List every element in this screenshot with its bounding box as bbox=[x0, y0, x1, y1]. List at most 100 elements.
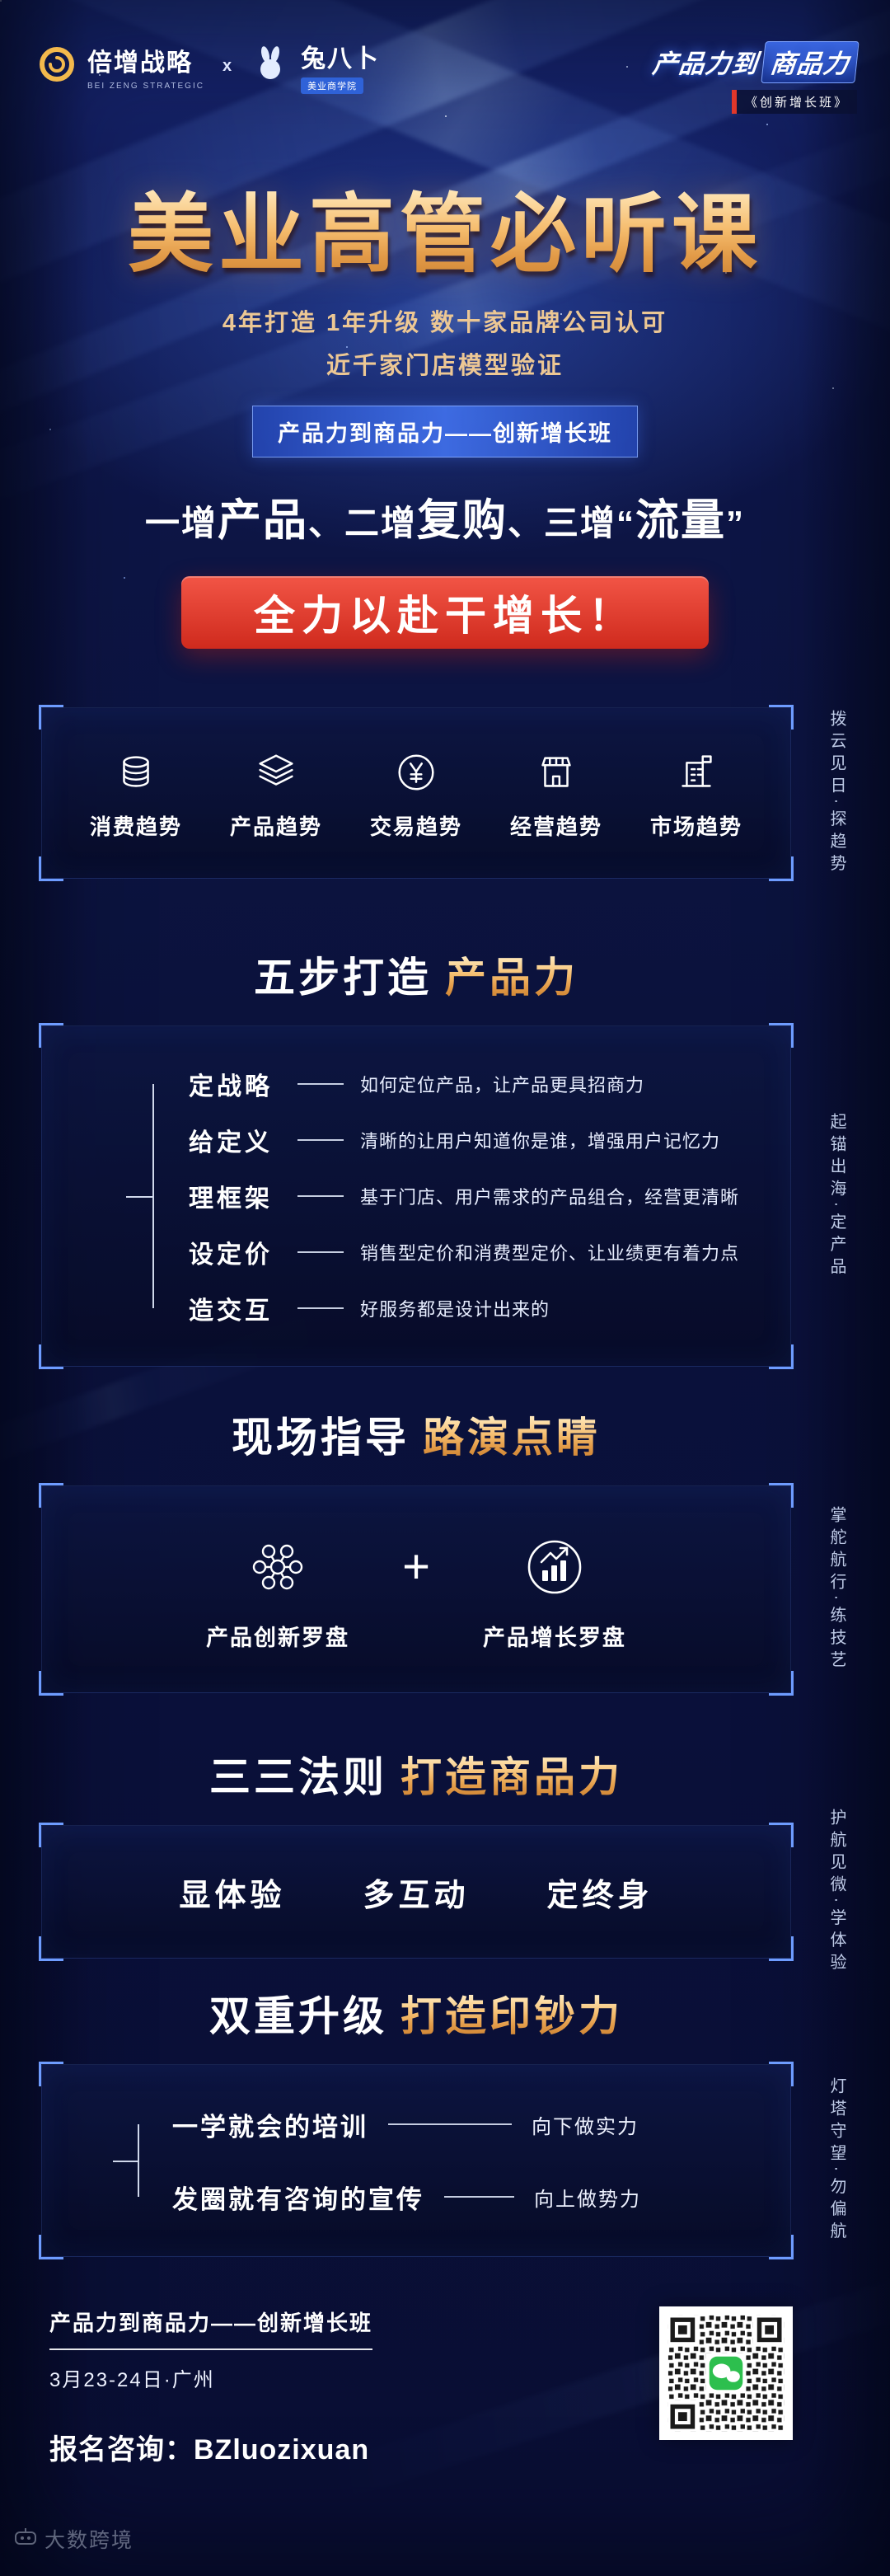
upgrade-panel: 一学就会的培训 向下做实力 发圈就有咨询的宣传 向上做势力 灯塔守望·勿偏航 bbox=[39, 2062, 846, 2259]
frame-corner bbox=[39, 2235, 63, 2259]
frame-corner bbox=[769, 1671, 794, 1696]
step-connector bbox=[297, 1195, 344, 1197]
contact-line: 报名咨询：BZluozixuan bbox=[49, 2427, 372, 2467]
frame-corner bbox=[39, 1936, 63, 1961]
footer: 产品力到商品力——创新增长班 3月23-24日·广州 报名咨询：BZluozix… bbox=[49, 2306, 373, 2467]
step-connector bbox=[297, 1139, 344, 1141]
coach-label: 产品创新罗盘 bbox=[206, 1625, 350, 1650]
watermark: 大数跨境 bbox=[13, 2524, 134, 2554]
upgrade-row: 发圈就有咨询的宣传 向上做势力 bbox=[172, 2161, 733, 2233]
watermark-label: 大数跨境 bbox=[44, 2529, 134, 2552]
trend-item: 交易趋势 bbox=[370, 746, 462, 841]
trend-label: 产品趋势 bbox=[229, 814, 322, 839]
badge-title-prefix: 产品力到 bbox=[650, 49, 760, 78]
tree-rail bbox=[138, 2124, 139, 2197]
tree-stub bbox=[113, 2161, 138, 2162]
building-flag-icon bbox=[672, 746, 720, 799]
brand-text: 倍增战略 BEI ZENG STRATEGIC bbox=[87, 42, 204, 91]
rule-item: 显体验 bbox=[179, 1878, 286, 1913]
title-white: 现场指导 bbox=[232, 1415, 410, 1461]
tree-stub bbox=[126, 1196, 152, 1198]
brand-name: 兔八卜 bbox=[301, 45, 381, 73]
brand-tagline: BEI ZENG STRATEGIC bbox=[87, 81, 204, 91]
title-white: 双重升级 bbox=[209, 1993, 387, 2039]
step-connector bbox=[297, 1307, 344, 1309]
frame-corner bbox=[769, 1483, 794, 1508]
growth-compass-icon bbox=[517, 1527, 593, 1607]
contact-value: BZluozixuan bbox=[194, 2434, 370, 2466]
headline-part: 流量 bbox=[635, 496, 727, 545]
frame-corner bbox=[39, 856, 63, 881]
side-label-coaching: 掌舵航行·练技艺 bbox=[827, 1505, 846, 1673]
upgrade-term: 发圈就有咨询的宣传 bbox=[172, 2184, 424, 2214]
side-label-upgrade: 灯塔守望·勿偏航 bbox=[827, 2076, 846, 2245]
frame-corner bbox=[769, 1023, 794, 1048]
coach-item: 产品增长罗盘 bbox=[483, 1527, 626, 1652]
brand-beizeng: 倍增战略 BEI ZENG STRATEGIC bbox=[36, 42, 204, 91]
star-dots bbox=[0, 0, 2, 2]
upgrade-term: 一学就会的培训 bbox=[172, 2112, 368, 2142]
trend-label: 经营趋势 bbox=[509, 814, 602, 839]
upgrade-desc: 向下做实力 bbox=[532, 2115, 639, 2138]
program-badge: 产品力到商品力 《创新增长班》 bbox=[650, 41, 860, 114]
side-label-trends: 拨云见日·探趋势 bbox=[827, 709, 846, 877]
hero-subtitle-1: 4年打造 1年升级 数十家品牌公司认可 bbox=[222, 310, 668, 336]
upgrade-connector bbox=[388, 2123, 512, 2125]
brand-separator: x bbox=[222, 56, 232, 75]
section-title: 三三法则打造商品力 bbox=[41, 1744, 791, 1804]
step-row: 定战略 如何定位产品，让产品更具招商力 bbox=[189, 1056, 766, 1112]
rules-panel: 显体验 多互动 定终身 护航见微·学体验 bbox=[39, 1809, 846, 1975]
upgrade-desc: 向上做势力 bbox=[534, 2188, 641, 2211]
tubabu-logo-icon bbox=[250, 44, 291, 89]
trend-label: 市场趋势 bbox=[649, 814, 742, 839]
contact-label: 报名咨询： bbox=[49, 2434, 194, 2466]
step-row: 给定义 清晰的让用户知道你是谁，增强用户记忆力 bbox=[189, 1112, 766, 1168]
step-term: 定战略 bbox=[189, 1073, 273, 1100]
trend-item: 经营趋势 bbox=[510, 746, 602, 841]
tree-rail bbox=[152, 1084, 154, 1308]
section-title: 双重升级打造印钞力 bbox=[41, 1983, 791, 2043]
brand-text: 兔八卜 美业商学院 bbox=[301, 38, 380, 94]
trend-item: 市场趋势 bbox=[650, 746, 742, 841]
title-gold: 产品力 bbox=[445, 955, 578, 1001]
headline-part: 复购 bbox=[417, 496, 508, 545]
storefront-icon bbox=[532, 746, 580, 799]
step-connector bbox=[297, 1083, 344, 1085]
upgrade-tree: 一学就会的培训 向下做实力 发圈就有咨询的宣传 向上做势力 bbox=[113, 2088, 733, 2233]
section-product-power: 五步打造产品力 定战略 如何定位产品，让产品更具招商力 给定义 清晰的让用户知道… bbox=[0, 945, 890, 1369]
frame-corner bbox=[769, 1344, 794, 1369]
cta-banner: 全力以赴干增长！ bbox=[181, 576, 709, 649]
coach-items: 产品创新罗盘 + bbox=[206, 1527, 626, 1652]
title-gold: 打造印钞力 bbox=[400, 1993, 623, 2039]
program-tag: 产品力到商品力——创新增长班 bbox=[252, 406, 638, 457]
frame-corner bbox=[769, 856, 794, 881]
trends-panel: 消费趋势 产品趋势 bbox=[39, 705, 846, 881]
frame-corner bbox=[39, 1823, 63, 1847]
step-desc: 销售型定价和消费型定价、让业绩更有着力点 bbox=[360, 1243, 740, 1264]
brand-logos: 倍增战略 BEI ZENG STRATEGIC x 兔八卜 bbox=[36, 38, 380, 94]
title-white: 三三法则 bbox=[209, 1754, 387, 1800]
frame-corner bbox=[39, 2062, 63, 2086]
qr-code bbox=[659, 2306, 793, 2440]
section-upgrade: 双重升级打造印钞力 一学就会的培训 向下做实力 发圈就有咨询的宣传 向上做势力 bbox=[0, 1983, 890, 2259]
rules-items: 显体验 多互动 定终身 bbox=[179, 1870, 653, 1915]
frame-corner bbox=[769, 2062, 794, 2086]
badge-subtitle: 《创新增长班》 bbox=[731, 90, 857, 114]
event-date: 3月23-24日·广州 bbox=[49, 2369, 215, 2391]
frame-corner bbox=[39, 1671, 63, 1696]
step-row: 造交互 好服务都是设计出来的 bbox=[189, 1280, 766, 1336]
cta-row: 全力以赴干增长！ bbox=[0, 576, 890, 649]
step-row: 理框架 基于门店、用户需求的产品组合，经营更清晰 bbox=[189, 1168, 766, 1224]
main-title: 美业高管必听课 bbox=[128, 181, 762, 289]
coach-item: 产品创新罗盘 bbox=[206, 1527, 349, 1652]
step-row: 设定价 销售型定价和消费型定价、让业绩更有着力点 bbox=[189, 1224, 766, 1280]
frame-corner bbox=[39, 705, 63, 730]
headline-part: 、三增“ bbox=[508, 504, 636, 542]
step-term: 理框架 bbox=[189, 1185, 273, 1213]
frame-corner bbox=[769, 705, 794, 730]
section-title: 现场指导路演点睛 bbox=[41, 1405, 791, 1464]
title-gold: 打造商品力 bbox=[400, 1754, 623, 1800]
badge-title-highlight: 商品力 bbox=[761, 41, 860, 83]
step-desc: 如何定位产品，让产品更具招商力 bbox=[360, 1075, 645, 1096]
headline-part: 、二增 bbox=[307, 504, 417, 542]
